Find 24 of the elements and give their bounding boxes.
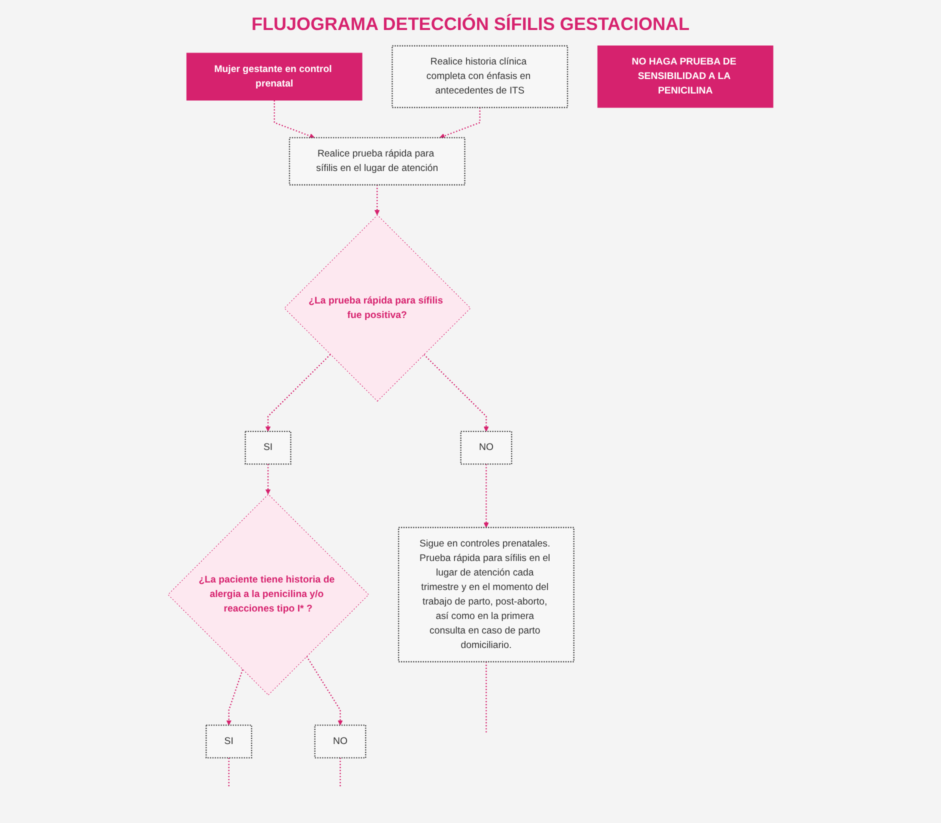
arrow bbox=[440, 107, 480, 138]
process-box: Sigue en controles prenatales. Prueba rápida para sífilis en el lugar de atención cada trimestre y en el momento del trabajo de parto, post-aborto, así como en la primera consulta en caso de parto domiciliario. bbox=[398, 526, 574, 662]
process-box: SI bbox=[206, 724, 252, 758]
arrow bbox=[484, 464, 489, 528]
arrow bbox=[274, 100, 315, 138]
process-box: NO bbox=[314, 724, 366, 758]
arrow bbox=[226, 669, 244, 726]
arrow bbox=[306, 656, 343, 726]
decision-diamond: ¿La paciente tiene historia de alergia a la penicilina y/o reacciones tipo I* ? bbox=[168, 494, 370, 696]
connector bbox=[486, 662, 487, 732]
arrow bbox=[265, 464, 271, 495]
process-box: NO bbox=[460, 430, 512, 465]
arrow bbox=[374, 184, 380, 216]
connector bbox=[228, 758, 230, 788]
arrow bbox=[265, 354, 331, 432]
process-box: SI bbox=[244, 430, 292, 465]
process-box: Realice prueba rápida para sífilis en el lugar de atención bbox=[288, 137, 466, 186]
connector bbox=[340, 758, 341, 788]
diagram-title: FLUJOGRAMA DETECCIÓN SÍFILIS GESTACIONAL bbox=[250, 14, 690, 35]
process-box: Realice historia clínica completa con énfasis en antecedentes de ITS bbox=[392, 45, 568, 108]
decision-diamond: ¿La prueba rápida para sífilis fue positiva? bbox=[284, 214, 471, 402]
process-box: NO HAGA PRUEBA DE SENSIBILIDAD A LA PENICILINA bbox=[597, 46, 774, 108]
arrow bbox=[423, 354, 489, 432]
process-box: Mujer gestante en control prenatal bbox=[186, 52, 362, 101]
